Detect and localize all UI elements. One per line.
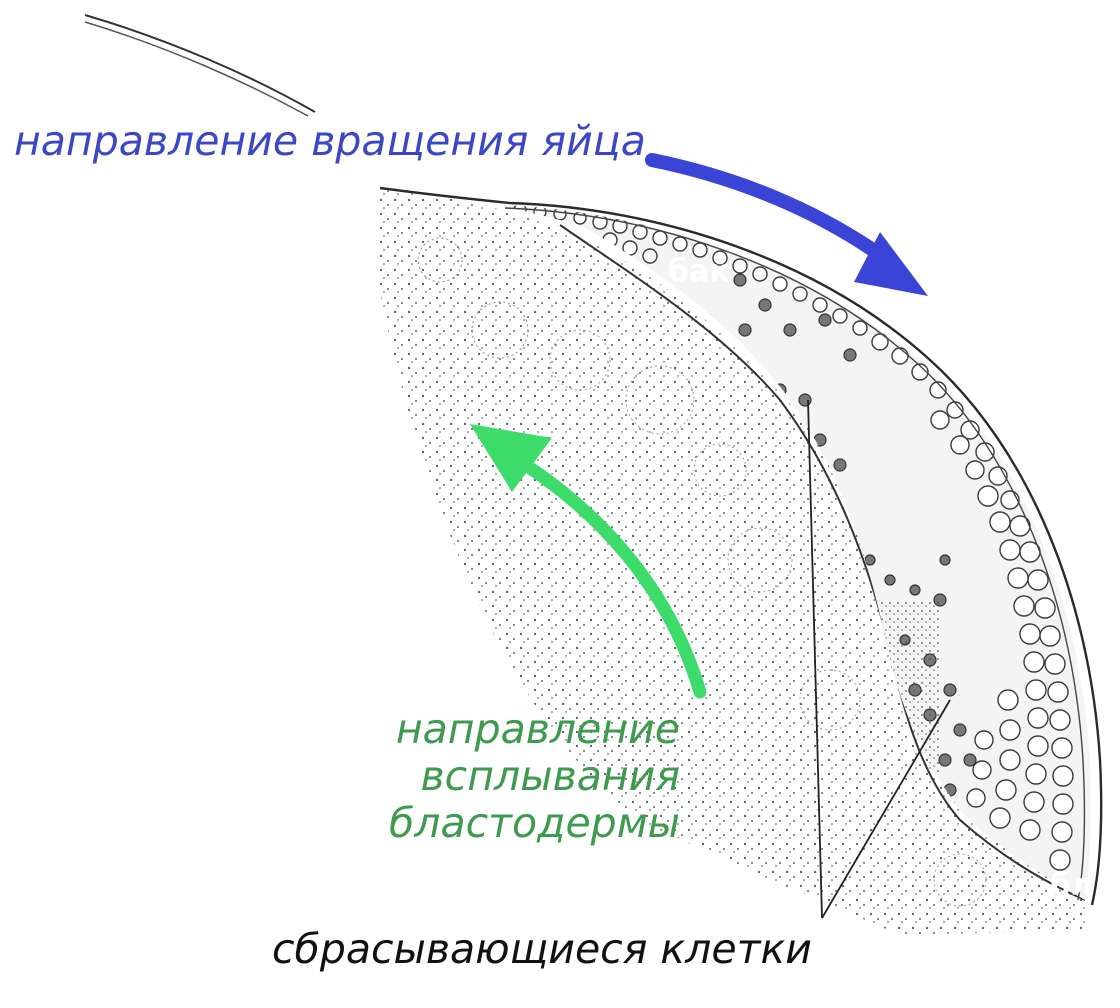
blastoderm-float-label: направление всплывания бластодермы (300, 706, 680, 847)
blastoderm-float-label-line-2: всплывания (300, 753, 680, 800)
blastoderm-float-label-line-1: направление (300, 706, 680, 753)
marker-label-top: бак (668, 254, 730, 289)
marker-label-right: бл (1050, 868, 1093, 903)
shedding-cells-label: сбрасывающиеся клетки (272, 926, 812, 973)
blastoderm-float-label-line-3: бластодермы (300, 800, 680, 847)
egg-shell-inner-line (85, 22, 308, 116)
egg-rotation-label: направление вращения яйца (14, 118, 646, 165)
